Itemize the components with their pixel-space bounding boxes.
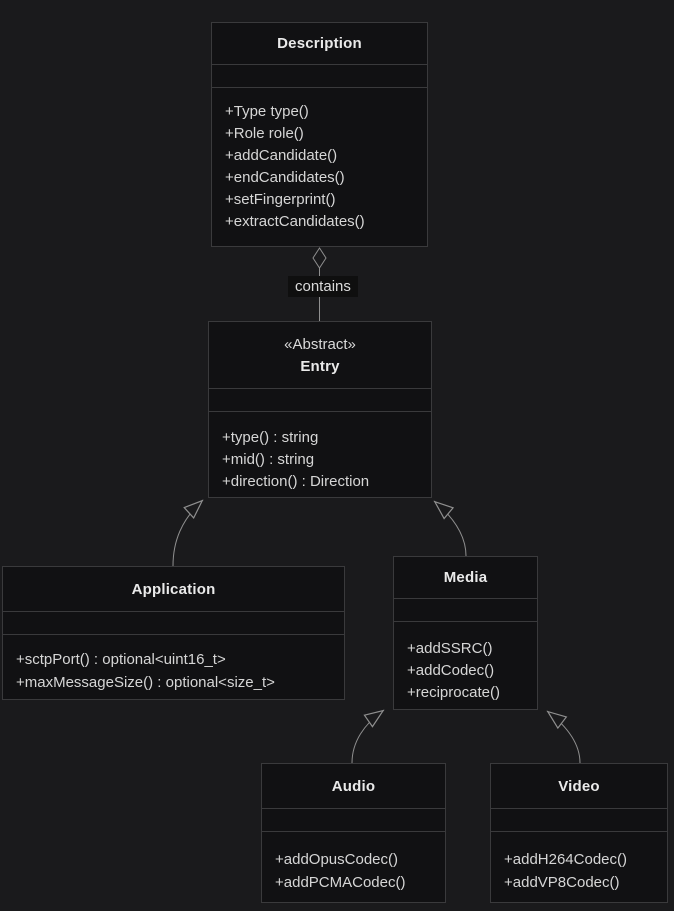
edge-media-entry [433,500,467,557]
method-line: +sctpPort() : optional<uint16_t> [16,651,226,668]
class-attributes-section [394,598,537,622]
class-header: Application [3,567,344,611]
method-line: +endCandidates() [225,169,345,186]
method-line: +direction() : Direction [222,473,370,490]
class-title: Audio [331,777,376,795]
method-line: +maxMessageSize() : optional<size_t> [16,674,275,691]
method-line: +type() : string [222,429,319,446]
aggregation-diamond-icon [312,247,327,269]
edge-video-media [546,710,581,764]
method-line: +Type type() [225,103,309,120]
method-line: +reciprocate() [407,684,500,701]
method-line: +addCandidate() [225,147,338,164]
class-header: Media [394,557,537,598]
method-line: +addSSRC() [407,640,493,657]
class-methods-section: +type() : string +mid() : string +direct… [209,412,431,497]
class-attributes-section [491,808,667,832]
method-line: +addOpusCodec() [275,851,398,868]
class-header: «Abstract» Entry [209,322,431,388]
class-header: Audio [262,764,445,808]
class-annotation: «Abstract» [284,335,356,353]
class-methods-section: +sctpPort() : optional<uint16_t> +maxMes… [3,635,344,699]
method-line: +Role role() [225,125,304,142]
class-attributes-section [209,388,431,412]
class-title: Media [443,569,488,586]
class-title: Application [131,580,216,598]
class-header: Description [212,23,427,64]
class-description: Description +Type type() +Role role() +a… [211,22,428,247]
class-methods-section: +Type type() +Role role() +addCandidate(… [212,88,427,246]
class-media: Media +addSSRC() +addCodec() +reciprocat… [393,556,538,710]
class-title: Video [558,777,600,795]
class-methods-section: +addH264Codec() +addVP8Codec() [491,832,667,902]
class-audio: Audio +addOpusCodec() +addPCMACodec() [261,763,446,903]
class-title: Description [277,35,362,52]
method-line: +addVP8Codec() [504,874,620,891]
class-entry: «Abstract» Entry +type() : string +mid()… [208,321,432,498]
class-application: Application +sctpPort() : optional<uint1… [2,566,345,700]
edge-audio-media [351,709,385,764]
method-line: +setFingerprint() [225,191,336,208]
edge-application-entry [172,499,204,567]
method-line: +extractCandidates() [225,213,365,230]
method-line: +addH264Codec() [504,851,627,868]
class-methods-section: +addSSRC() +addCodec() +reciprocate() [394,622,537,709]
method-line: +addCodec() [407,662,495,679]
method-line: +addPCMACodec() [275,874,406,891]
class-header: Video [491,764,667,808]
class-attributes-section [212,64,427,88]
edge-label-contains: contains [288,276,358,297]
class-attributes-section [262,808,445,832]
method-line: +mid() : string [222,451,315,468]
class-video: Video +addH264Codec() +addVP8Codec() [490,763,668,903]
class-attributes-section [3,611,344,635]
class-methods-section: +addOpusCodec() +addPCMACodec() [262,832,445,902]
class-title: Entry [300,357,340,375]
